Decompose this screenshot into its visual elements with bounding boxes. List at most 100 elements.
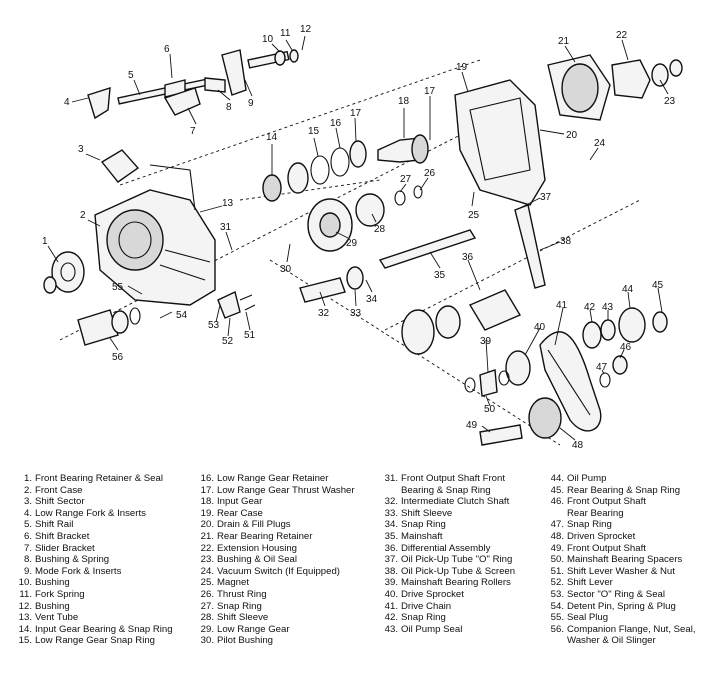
legend-number: 12. [18, 600, 32, 612]
legend-text: Input Gear [217, 496, 263, 508]
legend-item: 47.Snap Ring [546, 519, 696, 531]
legend-number: 8. [23, 554, 32, 566]
legend-column-4: 44.Oil Pump 45.Rear Bearing & Snap Ring … [546, 473, 696, 647]
legend-text: Front Output Shaft [567, 542, 646, 554]
legend-item: 41.Drive Chain [380, 601, 515, 613]
legend-text: Low Range Gear Thrust Washer [217, 484, 355, 496]
legend-text: Oil Pump [567, 473, 607, 484]
legend-text: Fork Spring [35, 588, 85, 600]
legend-text: Oil Pick-Up Tube & Screen [401, 565, 516, 577]
legend-text: Seal Plug [567, 612, 609, 624]
legend-text: Shift Sleeve [401, 507, 453, 519]
legend-item: 36.Differential Assembly [380, 543, 515, 555]
legend-item: 37.Oil Pick-Up Tube "O" Ring [380, 554, 515, 566]
legend-text: Rear Bearing [567, 507, 624, 519]
exploded-view-drawing: 1 2 3 4 5 6 7 8 9 10 11 12 13 14 15 16 1… [42, 24, 683, 451]
legend-item: 14.Input Gear Bearing & Snap Ring [14, 624, 173, 636]
legend-item: 24.Vacuum Switch (If Equipped) [196, 566, 355, 578]
legend-text: Oil Pick-Up Tube "O" Ring [401, 554, 513, 566]
bearing-spacers-part [464, 369, 510, 397]
legend-item: 18.Input Gear [196, 496, 355, 508]
callout-29: 29 [346, 238, 358, 249]
callout-45: 45 [652, 280, 664, 291]
legend-text: Shift Lever Washer & Nut [567, 565, 675, 577]
legend-number: 25. [200, 577, 214, 589]
legend-text: Drain & Fill Plugs [217, 519, 291, 531]
legend-text: Shift Lever [567, 577, 613, 589]
legend-number: 34. [384, 519, 398, 531]
legend-item: 16.Low Range Gear Retainer [196, 473, 355, 485]
legend-text: Front Case [35, 484, 83, 496]
legend-text: Vent Tube [35, 612, 79, 624]
legend-number: 11. [19, 588, 32, 600]
legend-text: Rear Bearing Retainer [217, 530, 313, 542]
callout-18: 18 [398, 96, 410, 107]
legend-number: 49. [550, 542, 564, 554]
legend-number: 27. [200, 600, 214, 612]
legend-text: Intermediate Clutch Shaft [401, 496, 510, 508]
legend-number: 55. [550, 612, 564, 624]
callout-3: 3 [78, 144, 84, 155]
callout-36: 36 [462, 252, 474, 263]
callout-26: 26 [424, 168, 436, 179]
callout-50: 50 [484, 404, 496, 415]
legend-text: Front Output Shaft Front [401, 473, 505, 484]
legend-text: Companion Flange, Nut, Seal, [567, 623, 696, 635]
legend-number: 32. [384, 496, 398, 508]
legend-number: 14. [18, 623, 32, 635]
callout-15: 15 [308, 126, 320, 137]
legend-text: Low Range Fork & Inserts [35, 507, 146, 519]
legend-item: 27.Snap Ring [196, 601, 355, 613]
legend-item: 1.Front Bearing Retainer & Seal [14, 473, 173, 485]
legend-text: Drive Sprocket [401, 588, 464, 600]
legend-item: 43.Oil Pump Seal [380, 624, 515, 636]
legend-number: 56. [550, 623, 564, 635]
legend-number: 48. [550, 530, 564, 542]
legend-item: 45.Rear Bearing & Snap Ring [546, 485, 696, 497]
legend-number: 17. [200, 484, 214, 496]
legend-text: Driven Sprocket [567, 530, 636, 542]
callout-39: 39 [480, 336, 492, 347]
legend-number: 19. [200, 507, 214, 519]
legend-number: 13. [18, 612, 32, 624]
legend-text: Snap Ring [401, 612, 446, 624]
callout-8: 8 [226, 102, 232, 113]
legend-text: Bushing [35, 577, 70, 589]
legend-text: Mainshaft Bearing Spacers [567, 554, 683, 566]
callout-5: 5 [128, 70, 134, 81]
input-rings-part [262, 140, 367, 202]
legend-number: 6. [23, 530, 32, 542]
legend-item: Rear Bearing [546, 508, 696, 520]
driven-sprocket-part [479, 397, 562, 446]
legend-number: 29. [200, 623, 214, 635]
callout-52: 52 [222, 336, 234, 347]
legend-number: 44. [550, 473, 564, 484]
legend-item: 22.Extension Housing [196, 543, 355, 555]
legend-number: 22. [200, 542, 214, 554]
callout-24: 24 [594, 138, 606, 149]
legend-text: Front Output Shaft [567, 496, 646, 508]
legend-item: 44.Oil Pump [546, 473, 696, 485]
legend-number: 30. [200, 635, 214, 647]
callout-30: 30 [280, 264, 292, 275]
callout-16: 16 [330, 118, 342, 129]
legend-item: 28.Shift Sleeve [196, 612, 355, 624]
legend-column-1: 1.Front Bearing Retainer & Seal 2.Front … [14, 473, 173, 647]
legend-text: Shift Bracket [35, 530, 90, 542]
callout-37: 37 [540, 192, 552, 203]
legend-text: Front Bearing Retainer & Seal [35, 473, 163, 484]
legend-item: 50.Mainshaft Bearing Spacers [546, 554, 696, 566]
legend-text: Drive Chain [401, 600, 452, 612]
legend-number: 18. [200, 496, 214, 508]
legend-column-2: 16.Low Range Gear Retainer 17.Low Range … [196, 473, 355, 647]
legend-number: 45. [550, 484, 564, 496]
legend-item: 9.Mode Fork & Inserts [14, 566, 173, 578]
legend-number: 9. [23, 565, 32, 577]
legend-text: Slider Bracket [35, 542, 95, 554]
legend-item: 3.Shift Sector [14, 496, 173, 508]
legend-text: Thrust Ring [217, 588, 267, 600]
legend-text: Rear Bearing & Snap Ring [567, 484, 681, 496]
legend-text: Snap Ring [401, 519, 446, 531]
legend-text: Sector "O" Ring & Seal [567, 588, 665, 600]
callout-40: 40 [534, 322, 546, 333]
